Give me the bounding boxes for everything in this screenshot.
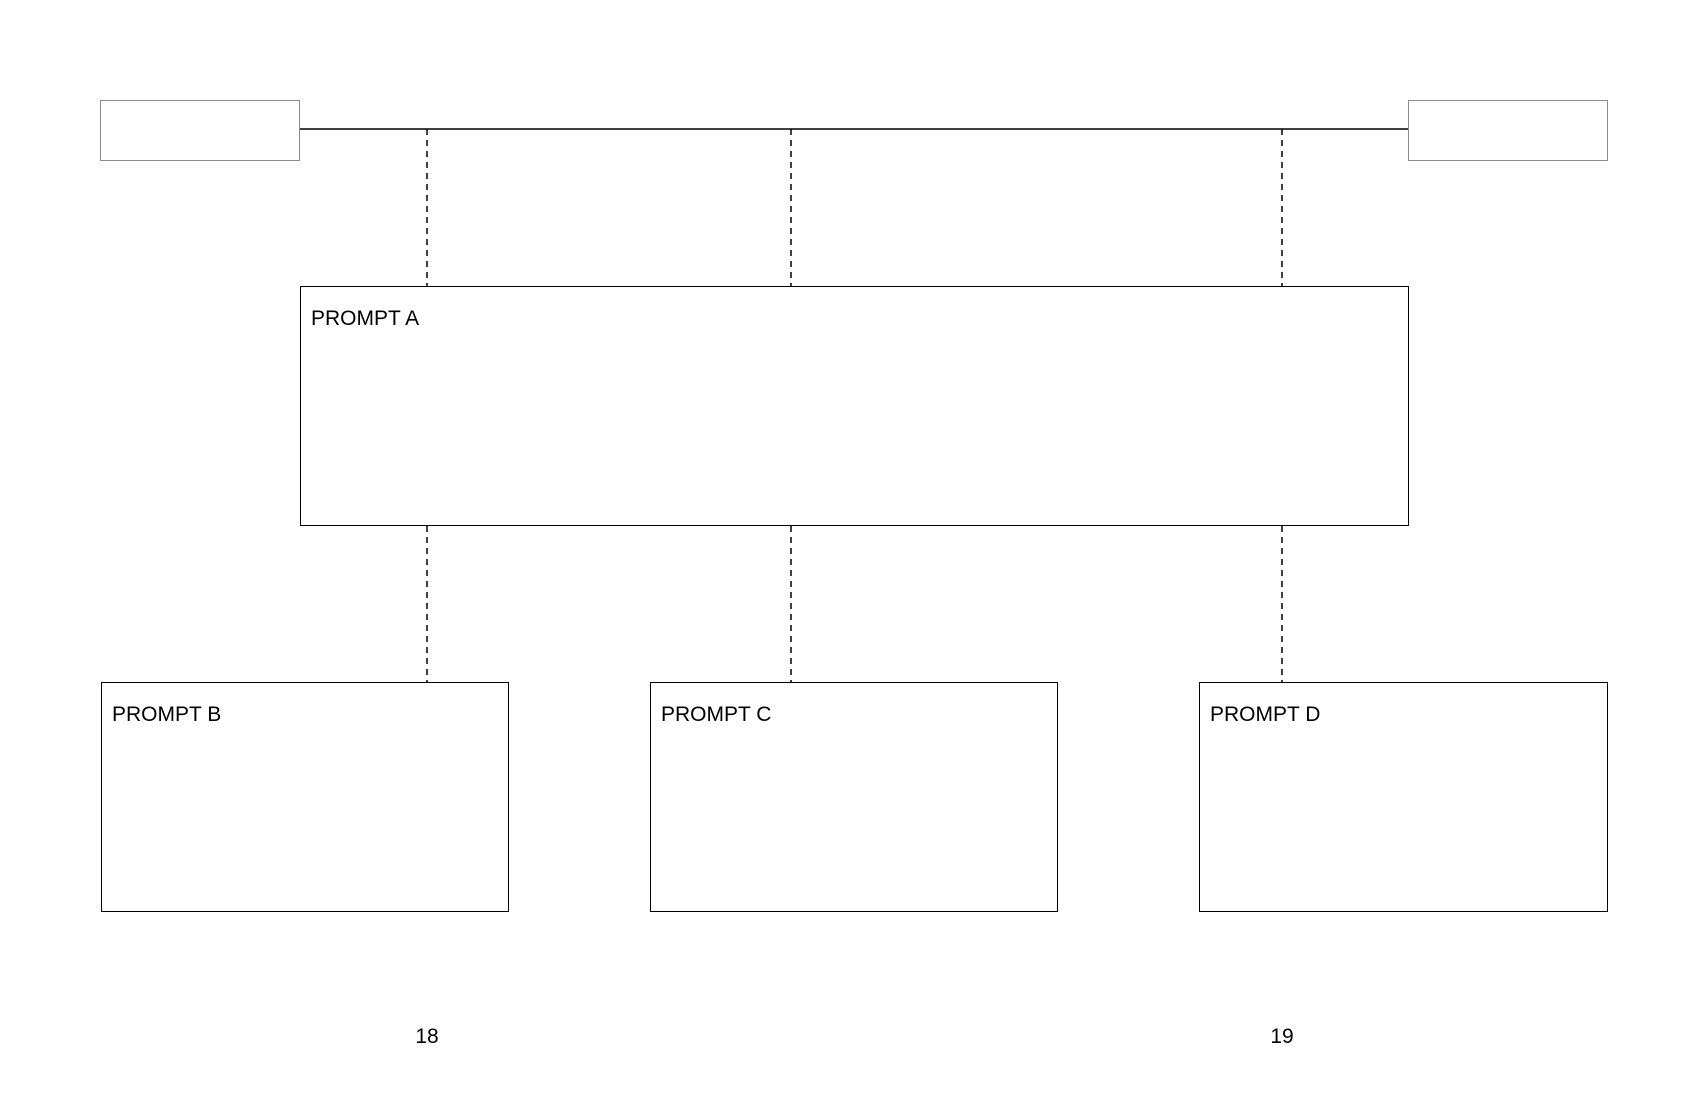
prompt-c-box: PROMPT C: [650, 682, 1058, 912]
top-right-box: [1408, 100, 1608, 161]
prompt-b-box: PROMPT B: [101, 682, 509, 912]
prompt-c-label: PROMPT C: [661, 703, 772, 726]
prompt-a-label: PROMPT A: [311, 307, 420, 330]
page-number-right: 19: [1270, 1025, 1294, 1048]
prompt-d-label: PROMPT D: [1210, 703, 1321, 726]
page-number-left: 18: [415, 1025, 439, 1048]
prompt-d-box: PROMPT D: [1199, 682, 1608, 912]
prompt-a-box: PROMPT A: [300, 286, 1409, 526]
top-left-box: [100, 100, 300, 161]
prompt-b-label: PROMPT B: [112, 703, 222, 726]
